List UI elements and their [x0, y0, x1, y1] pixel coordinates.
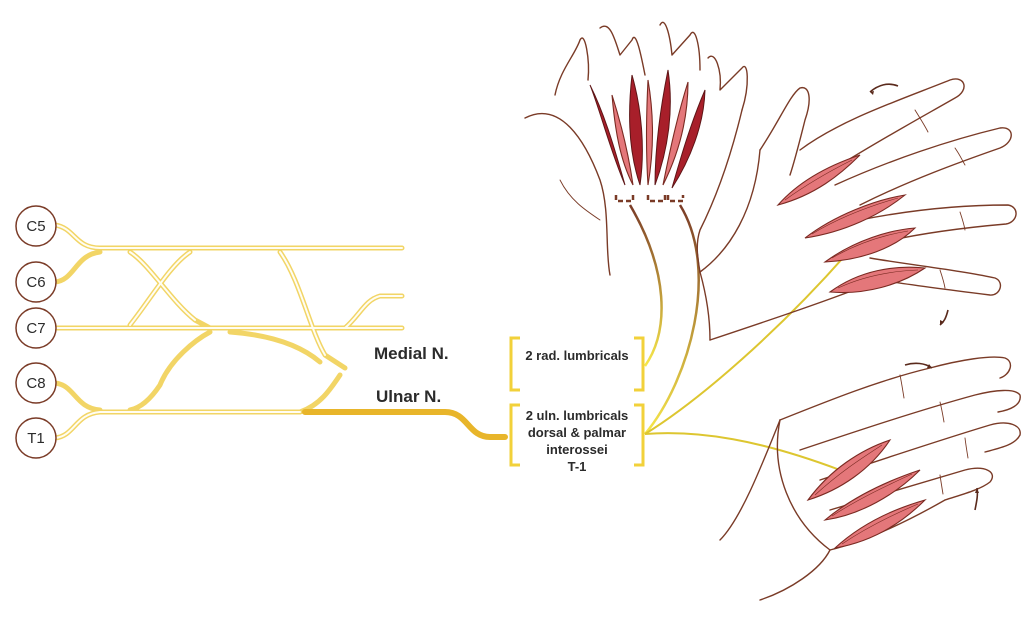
- root-c8: C8: [16, 363, 56, 403]
- ulnar-lumbricals-label: 2 uln. lumbricals: [526, 408, 629, 423]
- radial-lumbricals-label: 2 rad. lumbricals: [525, 348, 628, 363]
- root-label-c5: C5: [26, 218, 45, 235]
- radial-lumbricals-box: 2 rad. lumbricals: [511, 338, 643, 390]
- root-label-c6: C6: [26, 274, 45, 291]
- interossei-label-line1: dorsal & palmar: [528, 425, 626, 440]
- root-c7: C7: [16, 308, 56, 348]
- root-t1: T1: [16, 418, 56, 458]
- root-label-t1: T1: [27, 430, 45, 447]
- brachial-plexus: C5 C6 C7 C8 T1: [16, 206, 402, 458]
- medial-nerve-label: Medial N.: [374, 344, 449, 363]
- hand-palmar-interossei: [720, 357, 1020, 600]
- hand-dorsal-interossei: [700, 79, 1016, 340]
- medial-nerve: Medial N.: [340, 344, 505, 366]
- segment-label-t1: T-1: [568, 459, 587, 474]
- root-c6: C6: [16, 262, 56, 302]
- root-label-c8: C8: [26, 375, 45, 392]
- ulnar-nerve-label: Ulnar N.: [376, 387, 441, 406]
- hand-palmar-lumbricals: [525, 22, 747, 275]
- root-label-c7: C7: [26, 320, 45, 337]
- nerve-branches: [630, 205, 850, 470]
- interossei-label-line2: interossei: [546, 442, 607, 457]
- ulnar-targets-box: 2 uln. lumbricals dorsal & palmar intero…: [511, 405, 643, 474]
- plexus-trunks: [55, 225, 402, 438]
- ulnar-nerve: Ulnar N.: [305, 387, 505, 437]
- root-c5: C5: [16, 206, 56, 246]
